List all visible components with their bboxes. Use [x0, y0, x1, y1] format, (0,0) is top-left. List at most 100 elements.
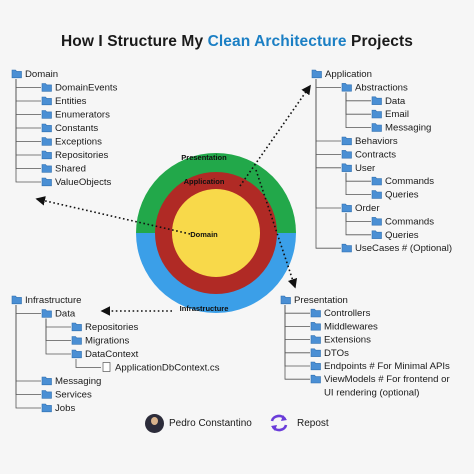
folder-icon [41, 403, 52, 413]
tree-folder-label: Data [55, 309, 76, 320]
folder-icon [11, 69, 22, 79]
tree-folder-label: DomainEvents [55, 83, 118, 94]
tree-folder-label: Entities [55, 96, 87, 107]
tree-folder-label: Behaviors [355, 136, 398, 147]
tree-folder-label: Extensions [324, 335, 371, 346]
folder-icon [311, 69, 322, 79]
tree-folder-label: Messaging [385, 123, 431, 134]
tree-folder-label: Enumerators [55, 110, 110, 121]
title-accent: Clean Architecture [207, 33, 347, 50]
folder-icon [310, 361, 321, 371]
presentation-ring-label: Presentation [181, 153, 227, 162]
tree-folder-label: Queries [385, 230, 419, 241]
application-ring-label: Application [184, 177, 225, 186]
presentation-folder-tree: PresentationControllersMiddlewaresExtens… [280, 295, 450, 398]
tree-folder-label: Jobs [55, 403, 75, 414]
repost-icon[interactable] [268, 413, 290, 433]
folder-icon [341, 243, 352, 253]
folder-icon [71, 336, 82, 345]
title-suffix: Projects [346, 33, 413, 50]
tree-folder-label: Contracts [355, 149, 396, 160]
folder-icon [41, 83, 52, 92]
folder-icon [341, 150, 352, 159]
folder-icon [371, 217, 382, 226]
repost-label[interactable]: Repost [297, 418, 329, 429]
tree-guide-lines [315, 79, 371, 249]
tree-folder-label: Order [355, 203, 380, 214]
infrastructure-folder-tree: InfrastructureDataRepositoriesMigrations… [11, 295, 220, 414]
folder-icon [371, 190, 382, 199]
folder-icon [41, 123, 52, 133]
domain-label: Domain [190, 230, 218, 239]
folder-icon [41, 376, 52, 386]
tree-folder-label: Repositories [55, 150, 109, 161]
title-prefix: How I Structure My [60, 33, 208, 50]
folder-icon [371, 123, 382, 132]
file-icon [102, 362, 111, 372]
folder-icon [280, 295, 291, 305]
folder-icon [41, 164, 52, 173]
tree-folder-label: Middlewares [324, 321, 378, 332]
tree-folder-label: Constants [55, 123, 98, 134]
folder-icon [371, 96, 382, 105]
folder-icon [371, 230, 382, 239]
folder-icon [341, 203, 352, 213]
inner-circle [172, 189, 260, 277]
folder-icon [41, 96, 52, 106]
folder-icon [341, 83, 352, 92]
arrow-application-to-application-tree [239, 84, 311, 187]
tree-folder-label: Email [385, 109, 409, 120]
folder-icon [41, 309, 52, 318]
folder-icon [71, 349, 82, 359]
author-avatar [145, 414, 164, 433]
folder-icon [11, 295, 22, 305]
tree-folder-label: Infrastructure [25, 295, 82, 306]
tree-folder-label: ValueObjects [55, 177, 112, 188]
tree-folder-label: Presentation [294, 295, 348, 306]
tree-folder-label: Exceptions [55, 137, 102, 148]
folder-icon [71, 322, 82, 332]
tree-guide-lines [15, 305, 101, 409]
folder-icon [341, 136, 352, 146]
folder-icon [310, 374, 321, 384]
folder-icon [310, 335, 321, 344]
tree-folder-label: ViewModels # For frontend or [324, 374, 450, 385]
folder-icon [41, 110, 52, 119]
author-name: Pedro Constantino [169, 418, 252, 429]
folder-icon [41, 390, 52, 399]
page-title: How I Structure My Clean Architecture Pr… [0, 33, 474, 51]
tree-folder-label: Commands [385, 176, 434, 187]
tree-folder-label: UseCases # (Optional) [355, 243, 452, 254]
folder-icon [371, 109, 382, 119]
tree-folder-label: Data [385, 96, 406, 107]
folder-icon [310, 308, 321, 318]
tree-folder-label: Services [55, 390, 92, 401]
tree-folder-label: Messaging [55, 376, 101, 387]
folder-icon [341, 163, 352, 172]
folder-icon [41, 137, 52, 146]
tree-folder-label: Endpoints # For Minimal APIs [324, 361, 450, 372]
tree-folder-label: Repositories [85, 322, 139, 333]
tree-folder-label: Commands [385, 216, 434, 227]
folder-icon [371, 176, 382, 186]
tree-folder-label: Migrations [85, 336, 129, 347]
infrastructure-ring-label: Infrastructure [180, 304, 229, 313]
tree-guide-lines [15, 79, 41, 183]
folder-icon [310, 322, 321, 331]
tree-file-label: ApplicationDbContext.cs [115, 363, 220, 374]
tree-folder-label: DTOs [324, 348, 349, 359]
tree-folder-label: Queries [385, 190, 419, 201]
arrow-domain-to-domain-tree [35, 196, 191, 235]
tree-guide-lines [284, 305, 310, 380]
domain-folder-tree: DomainDomainEventsEntitiesEnumeratorsCon… [11, 69, 118, 188]
tree-folder-label: Application [325, 69, 372, 80]
tree-folder-label: Controllers [324, 308, 371, 319]
onion-diagram: Presentation Application Domain Infrastr… [136, 153, 296, 313]
tree-folder-label: Abstractions [355, 82, 408, 93]
tree-item-label-continued: UI rendering (optional) [324, 387, 419, 398]
tree-folder-label: DataContext [85, 349, 139, 360]
tree-folder-label: Shared [55, 164, 86, 175]
application-folder-tree: ApplicationAbstractionsDataEmailMessagin… [311, 69, 452, 254]
folder-icon [310, 348, 321, 357]
